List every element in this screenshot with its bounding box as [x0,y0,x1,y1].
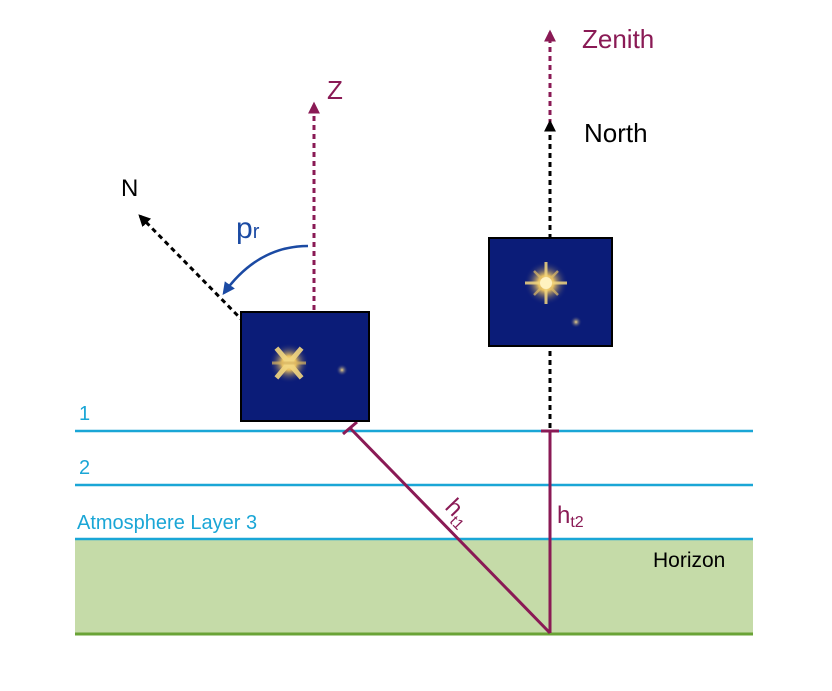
north-arrow-left [138,214,246,324]
height-label-left: ht1 [437,493,477,533]
north-label-right: North [584,118,648,148]
right-star-image [488,237,613,347]
svg-text:ht1: ht1 [437,493,477,533]
zenith-label-left: Z [327,75,343,105]
left-star-image [240,311,370,422]
height-tick-left [342,420,358,436]
layer-3-label: Atmosphere Layer 3 [77,512,257,534]
layer-1-label: 1 [79,403,90,425]
zenith-label-right: Zenith [582,24,654,54]
height-line-left [348,426,552,635]
angle-arc [222,244,309,296]
angle-label: pr [236,212,260,245]
ground-area [75,539,753,634]
layer-2-label: 2 [79,457,90,479]
horizon-label: Horizon [653,549,725,572]
height-label-right: ht2 [557,502,584,531]
north-label-left: N [121,175,138,202]
